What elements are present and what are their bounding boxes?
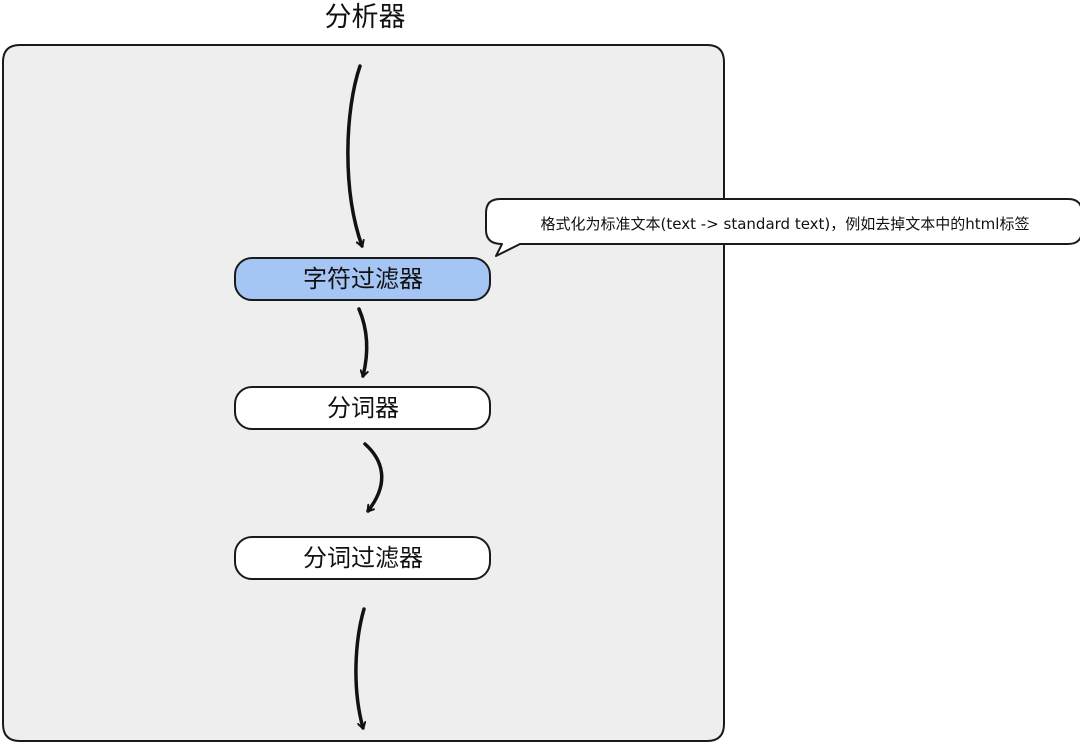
diagram-title: 分析器: [324, 2, 406, 33]
arrow-output: [354, 607, 364, 730]
callout-bubble: [485, 198, 1080, 257]
tokenizer-label: 分词器: [327, 394, 399, 422]
arrow-input: [346, 64, 362, 248]
token-filter-node: [234, 536, 491, 580]
char-filter-node: [234, 257, 491, 301]
char-filter-label: 字符过滤器: [303, 265, 423, 293]
token-filter-label: 分词过滤器: [303, 544, 423, 572]
callout-text: 格式化为标准文本(text -> standard text)，例如去掉文本中的…: [540, 215, 1030, 233]
arrow-char-filter-to-tokenizer: [357, 307, 367, 378]
arrow-tokenizer-to-token-filter: [363, 442, 384, 513]
tokenizer-node: [234, 386, 491, 430]
